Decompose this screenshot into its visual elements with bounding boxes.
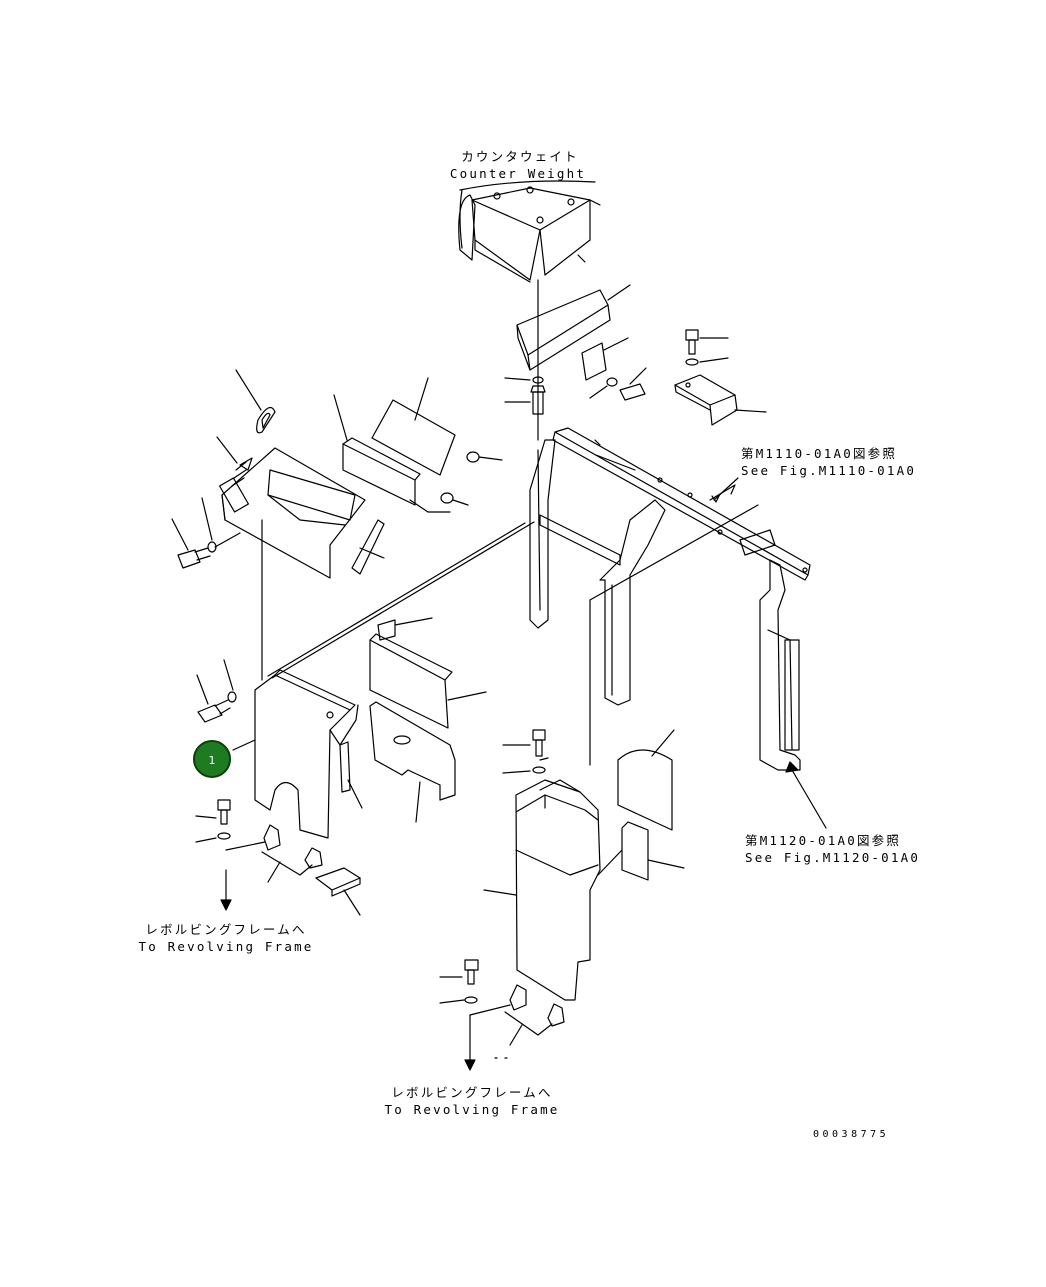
small-strip-left	[339, 741, 363, 809]
bottom-bolts	[439, 959, 565, 1071]
counter-weight-label-en: Counter Weight	[449, 166, 587, 181]
see-fig-m1110-label-en: See Fig.M1110-01A0	[741, 463, 917, 478]
pad-right-lower	[597, 729, 685, 881]
center-bolt-washer	[502, 729, 546, 774]
see-fig-m1110-label-jp: 第M1110-01A0図参照	[741, 446, 898, 461]
left-bolt-washer-upper	[171, 497, 241, 569]
center-bottom-cover	[483, 757, 601, 1001]
revolving-frame-label-bottom-jp: レボルビングフレームへ	[391, 1085, 553, 1100]
bolt-washer-cw	[504, 367, 647, 415]
reference-leaders	[711, 477, 827, 829]
revolving-frame-label-bottom-en: To Revolving Frame	[384, 1102, 560, 1117]
pads-center-left	[369, 617, 487, 823]
pad-upper	[333, 377, 503, 575]
counter-weight-label-jp: カウンタウェイト	[461, 149, 579, 164]
left-upper-cover	[216, 369, 366, 579]
revolving-frame-label-left-en: To Revolving Frame	[138, 939, 314, 954]
revolving-frame-label-left-jp: レボルビングフレームへ	[145, 922, 307, 937]
plate-small	[581, 337, 629, 381]
part-callout-1[interactable]: 1	[193, 740, 231, 778]
see-fig-m1120-label-en: See Fig.M1120-01A0	[745, 850, 921, 865]
left-bolts-lower	[195, 799, 361, 916]
main-frame	[267, 427, 811, 771]
left-bolt-washer-mid	[196, 659, 237, 723]
bolt-bracket-right-top	[674, 329, 767, 426]
cover-bracket-top	[516, 284, 631, 371]
left-big-cover	[232, 669, 359, 839]
see-fig-m1120-label-jp: 第M1120-01A0図参照	[745, 833, 902, 848]
counter-weight-part	[458, 180, 601, 283]
drawing-part-number: 00038775	[813, 1129, 890, 1140]
